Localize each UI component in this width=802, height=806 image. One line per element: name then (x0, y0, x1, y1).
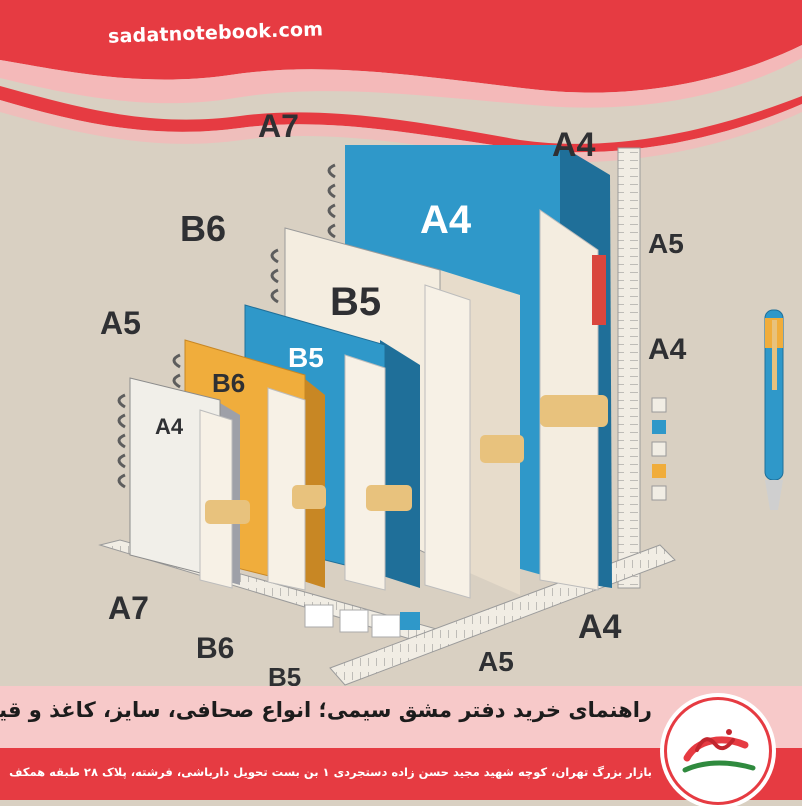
strap (540, 395, 608, 427)
notebook-a4-small (117, 377, 250, 589)
bookmark-ribbon (592, 255, 606, 325)
size-label-a5-right: A5 (648, 228, 684, 259)
size-label-a4-right: A4 (648, 333, 687, 366)
size-label-a7-top: A7 (258, 108, 299, 144)
cover-label-b6-yellow: B6 (212, 368, 246, 398)
footer-address: بازار بزرگ تهران، کوچه شهید مجید حسن زاد… (9, 765, 652, 779)
cover-label-b5-blue: B5 (288, 342, 324, 373)
cover-label-a4-small: A4 (155, 414, 184, 439)
sticker-cards (304, 604, 420, 638)
size-label-a5-left: A5 (100, 305, 141, 341)
size-label-a7-bottom: A7 (108, 590, 149, 626)
cover-label-b5-cream: B5 (330, 280, 382, 324)
color-swatches (651, 397, 667, 501)
header-wave (0, 0, 802, 163)
size-label-a4-bottom: A4 (578, 608, 622, 646)
vertical-ruler (617, 147, 641, 589)
size-label-b6-bottom: B6 (196, 632, 235, 665)
pen-illustration (764, 309, 784, 510)
cover-label-a4-large: A4 (420, 198, 472, 242)
size-label-a5-bottom: A5 (478, 646, 514, 677)
brand-logo-mark (682, 729, 756, 773)
size-label-b6-left: B6 (180, 208, 227, 249)
brand-logo (664, 697, 772, 805)
page-title: راهنمای خرید دفتر مشق سیمی؛ انواع صحافی،… (0, 698, 652, 722)
size-label-a4-top: A4 (552, 126, 596, 164)
